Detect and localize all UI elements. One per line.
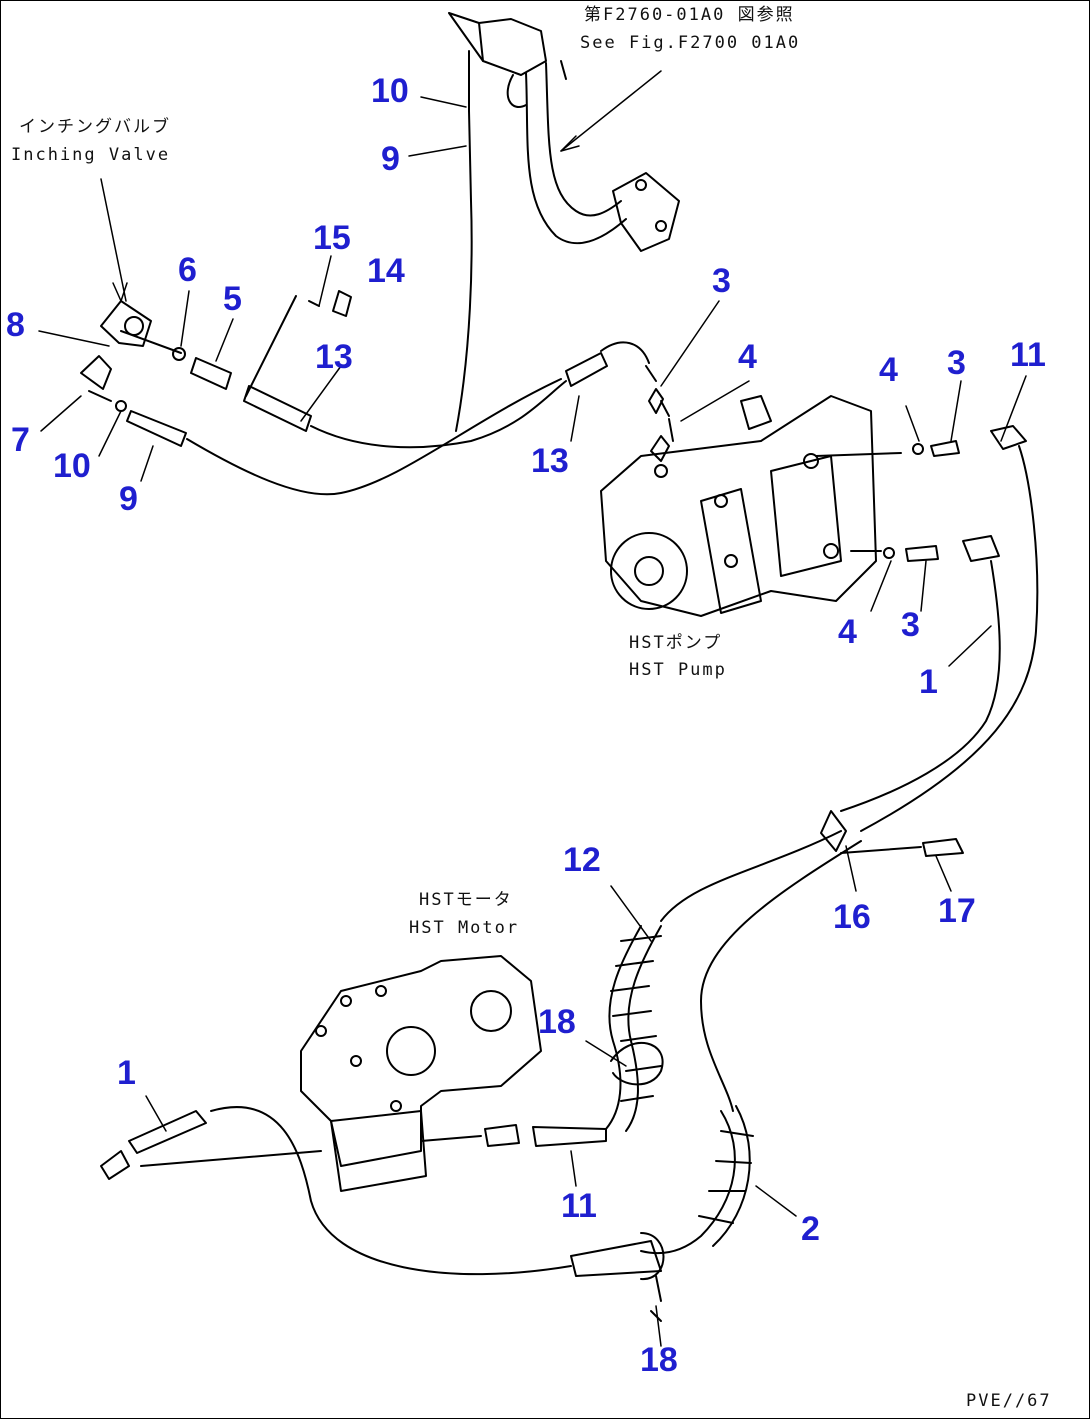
ref-fig-en-label: See Fig.F2700 01A0 [580,33,801,53]
hst-pump [600,395,960,617]
callout-label: 10 [53,447,91,485]
hst-motor [300,955,607,1192]
lower-hose-1 [100,1106,572,1276]
callout-label: 2 [801,1210,820,1248]
hst-motor-en-label: HST Motor [409,918,520,938]
page-code-label: PVE//67 [966,1391,1052,1411]
callout-label: 11 [561,1187,597,1225]
hst-pump-jp-label: HSTポンプ [629,633,723,653]
callout-label: 6 [178,251,197,289]
spiral-hoses [570,925,754,1322]
callout-label: 17 [938,892,976,930]
callout-label: 18 [640,1341,678,1379]
callout-label: 18 [538,1003,576,1041]
callout-label: 4 [738,338,757,376]
callout-label: 3 [901,606,920,644]
callout-label: 4 [838,613,857,651]
callout-label: 5 [223,280,242,318]
inching-valve-en-label: Inching Valve [11,145,171,165]
pump-hoses [660,425,1039,1112]
reference-hose [448,12,680,252]
callout-label: 8 [6,306,25,344]
callout-label: 3 [712,262,731,300]
callout-label: 9 [381,140,400,178]
callout-label: 4 [879,351,898,389]
inching-valve-jp-label: インチングバルブ [19,117,171,137]
callout-label: 14 [367,252,405,290]
ref-fig-jp-label: 第F2760-01A0 図参照 [584,5,795,25]
callout-label: 1 [117,1054,136,1092]
callout-label: 16 [833,898,871,936]
callout-label: 12 [563,841,601,879]
leader-lines [38,70,1027,1347]
callout-label: 11 [1010,336,1046,374]
callout-label: 3 [947,344,966,382]
callout-label: 1 [919,663,938,701]
callout-label: 7 [11,421,30,459]
callout-label: 10 [371,72,409,110]
inching-valve-hoses [80,110,664,496]
callout-label: 13 [315,338,353,376]
callout-label: 15 [313,219,351,257]
callout-label: 13 [531,442,569,480]
callout-label: 9 [119,480,138,518]
hst-motor-jp-label: HSTモータ [419,890,513,910]
hst-pump-en-label: HST Pump [629,660,727,680]
